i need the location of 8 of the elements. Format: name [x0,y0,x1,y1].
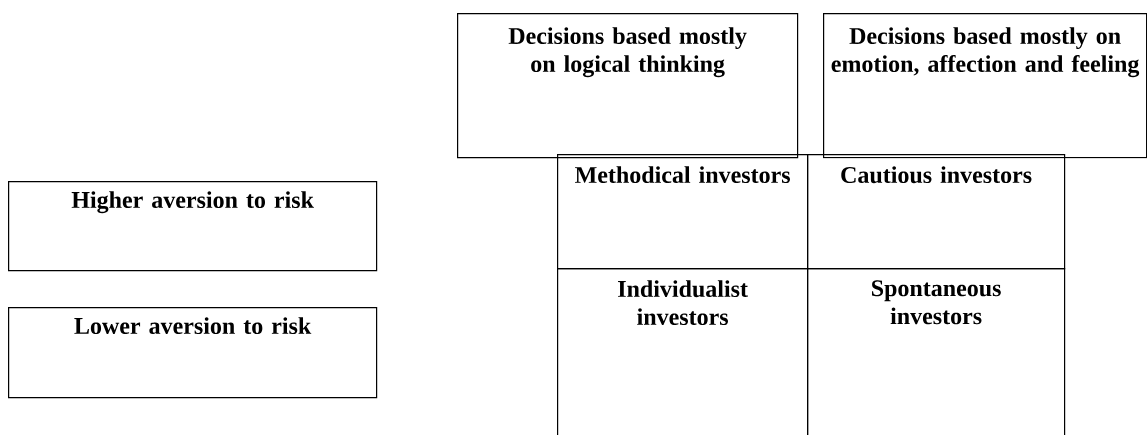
text-box: Lower aversion to risk [8,307,378,399]
text-box: Higher aversion to risk [8,181,378,272]
text-box: Cautious investors [807,154,1066,270]
text-box: Methodical investors [557,154,809,270]
text-box: Decisions based mostly on emotion, affection and feeling [823,13,1147,159]
text-box: Spontaneous investors [807,268,1066,435]
text-box: Decisions based mostly on logical thinking [457,13,799,159]
text-box: Individualist investors [557,268,809,435]
